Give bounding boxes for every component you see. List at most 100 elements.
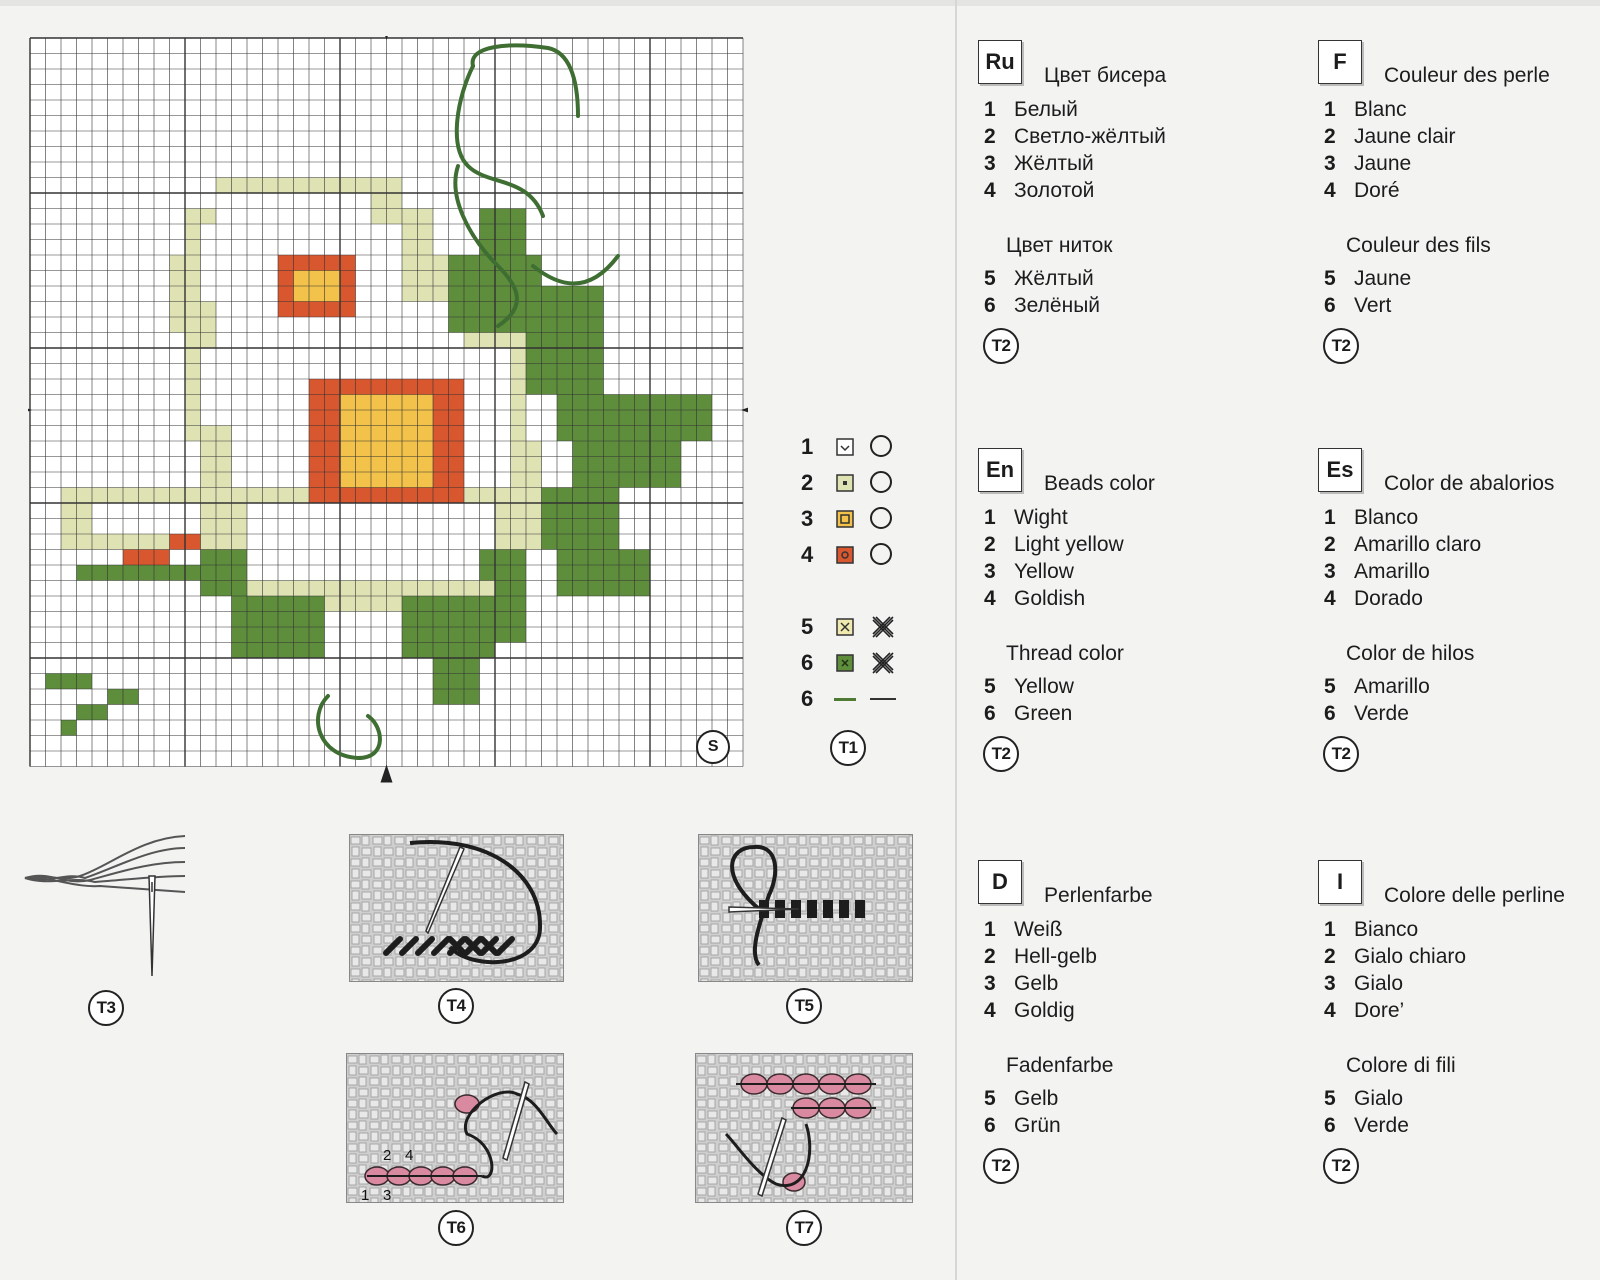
item-number: 6 [984,294,996,317]
item-label: Amarillo claro [1354,533,1482,556]
item-label: Золотой [1014,179,1095,202]
item-label: Amarillo [1354,560,1430,583]
chart-backstitch-line [453,164,519,328]
backstitch-green-swatch-icon [834,698,856,701]
couched-beads-illustration [696,1054,912,1202]
item-number: 3 [984,560,996,583]
technique-box-t7 [695,1053,913,1203]
half-cross-stitch-illustration [350,835,563,981]
t6-number-3: 3 [383,1187,391,1203]
beads-color-heading: Couleur des perle [1384,64,1550,87]
beads-color-heading: Beads color [1044,472,1155,495]
technique-label: T4 [446,996,466,1015]
chart-corner-badge: S [696,730,730,764]
technique-badge-t2: T2 [1323,736,1359,772]
item-number: 4 [984,587,996,610]
technique-badge-t1: T1 [830,730,866,766]
chart-backstitch-line [316,694,382,761]
thread-color-heading: Thread color [1006,642,1124,665]
technique-label: T5 [794,996,814,1015]
item-number: 2 [1324,945,1336,968]
language-code: Es [1326,457,1354,482]
item-number: 3 [1324,152,1336,175]
bead-yellow-swatch-icon [836,510,854,528]
item-number: 3 [984,972,996,995]
language-code: F [1333,49,1347,74]
bead-circle-icon [870,471,892,493]
item-number: 6 [1324,702,1336,725]
chart-stitch-region [45,673,92,689]
chart-grid [14,22,759,783]
item-label: Jaune [1354,267,1412,290]
technique-box-t6: 2 4 1 3 [346,1053,564,1203]
cross-stitch-chart: S [14,22,759,786]
technique-box-t4 [349,834,564,982]
item-number: 1 [984,98,996,121]
technique-label: T2 [1331,336,1351,355]
technique-label: T1 [838,738,858,757]
thread-yellow-swatch-icon [836,618,854,636]
item-label: Green [1014,702,1073,725]
item-number: 2 [1324,533,1336,556]
legend-number: 5 [801,614,814,639]
item-label: Blanc [1354,98,1407,121]
chart-stitch-region [433,658,480,705]
legend-row-5: 5 [790,612,910,642]
chart-stitch-region [526,286,604,395]
item-number: 5 [1324,675,1336,698]
technique-badge-t2: T2 [983,736,1019,772]
technique-badge-t2: T2 [1323,328,1359,364]
item-number: 4 [1324,999,1336,1022]
chart-backstitch-line [454,64,545,218]
beads-color-heading: Perlenfarbe [1044,884,1153,907]
item-label: Jaune clair [1354,125,1456,148]
item-number: 2 [984,125,996,148]
technique-badge-t3: T3 [88,990,124,1026]
item-label: Dore’ [1354,999,1405,1022]
chart-backstitch-line [531,254,620,286]
item-number: 4 [984,179,996,202]
item-number: 5 [1324,1087,1336,1110]
legend-number: 2 [801,470,814,495]
item-number: 4 [1324,179,1336,202]
language-code: I [1336,869,1344,894]
item-label: Yellow [1014,560,1074,583]
item-label: Blanco [1354,506,1419,529]
backstitch-illustration [699,835,912,981]
item-number: 4 [984,999,996,1022]
item-label: Verde [1354,1114,1409,1137]
bead-goldish-swatch-icon [836,546,854,564]
thread-color-heading: Color de hilos [1346,642,1475,665]
item-label: Bianco [1354,918,1419,941]
chart-backstitch-line [470,43,580,118]
item-number: 5 [1324,267,1336,290]
item-label: Светло-жёлтый [1014,125,1166,148]
item-label: Vert [1354,294,1392,317]
item-number: 2 [984,945,996,968]
item-label: Gelb [1014,1087,1059,1110]
language-code-badge: Es [1318,448,1362,492]
technique-box-t5 [698,834,913,982]
thread-color-heading: Couleur des fils [1346,234,1491,257]
t6-number-1: 1 [361,1187,369,1203]
item-number: 1 [984,506,996,529]
chart-stitch-region [123,549,170,565]
item-label: Light yellow [1014,533,1124,556]
technique-label: T2 [991,744,1011,763]
legend-row-7: 6 [790,684,910,714]
language-code: D [992,869,1008,894]
language-code: Ru [985,49,1015,74]
item-label: Yellow [1014,675,1074,698]
item-number: 6 [984,702,996,725]
item-number: 3 [1324,972,1336,995]
thread-color-heading: Colore di fili [1346,1054,1456,1077]
item-number: 6 [1324,294,1336,317]
language-code: En [985,457,1015,482]
bead-circle-icon [870,543,892,565]
